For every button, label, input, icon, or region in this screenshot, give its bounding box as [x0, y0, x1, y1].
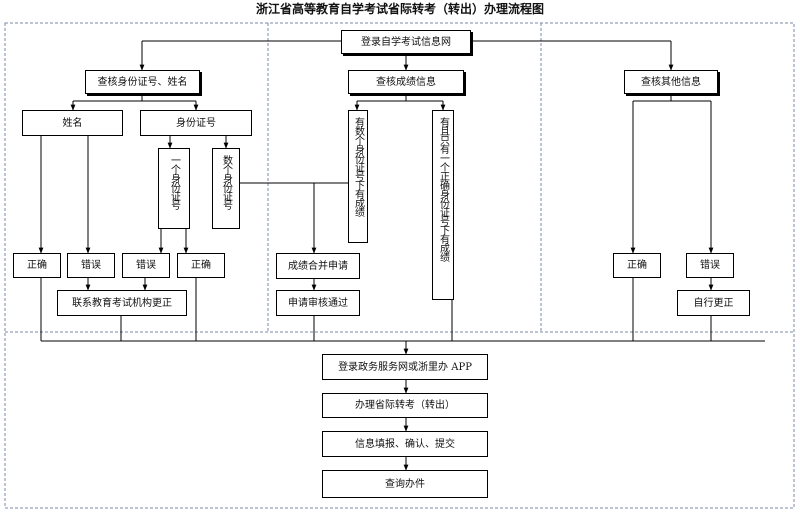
node-single-id-scores-label: 有且只有一个正确身份证号下有成绩	[437, 117, 449, 261]
node-login-self-exam: 登录自学考试信息网	[341, 30, 471, 54]
node-check-id-name: 查核身份证号、姓名	[85, 70, 200, 94]
node-single-id-scores: 有且只有一个正确身份证号下有成绩	[432, 110, 454, 300]
node-multi-id-scores: 有数个身份证号下有成绩	[348, 110, 368, 243]
node-id-correct: 正确	[177, 253, 225, 278]
node-name-correct: 正确	[13, 253, 61, 278]
node-other-correct: 正确	[613, 253, 661, 278]
node-name-error: 错误	[67, 253, 115, 278]
node-one-id: 一个身份证号	[158, 148, 190, 229]
node-apply-approved: 申请审核通过	[276, 290, 360, 316]
node-login-gov: 登录政务服务网或浙里办 APP	[322, 354, 488, 380]
node-contact-agency: 联系教育考试机构更正	[57, 290, 187, 316]
node-multi-id: 数个身份证号	[212, 148, 240, 229]
node-fill-info: 信息填报、确认、提交	[322, 431, 488, 457]
node-other-error: 错误	[686, 253, 734, 278]
node-check-other: 查核其他信息	[624, 70, 718, 94]
node-query: 查询办件	[322, 470, 488, 498]
page-title: 浙江省高等教育自学考试省际转考（转出）办理流程图	[255, 2, 544, 16]
node-name: 姓名	[22, 110, 123, 136]
node-id-number: 身份证号	[140, 110, 252, 136]
node-multi-id-label: 数个身份证号	[220, 155, 232, 209]
node-check-scores: 查核成绩信息	[348, 70, 464, 94]
node-merge-apply: 成绩合并申请	[276, 253, 360, 279]
node-self-correct: 自行更正	[677, 290, 750, 316]
node-id-error: 错误	[122, 253, 170, 278]
node-handle-transfer: 办理省际转考（转出）	[322, 393, 488, 418]
node-one-id-label: 一个身份证号	[168, 155, 180, 209]
node-multi-id-scores-label: 有数个身份证号下有成绩	[352, 117, 364, 216]
dashed-section-frame	[4, 22, 795, 509]
